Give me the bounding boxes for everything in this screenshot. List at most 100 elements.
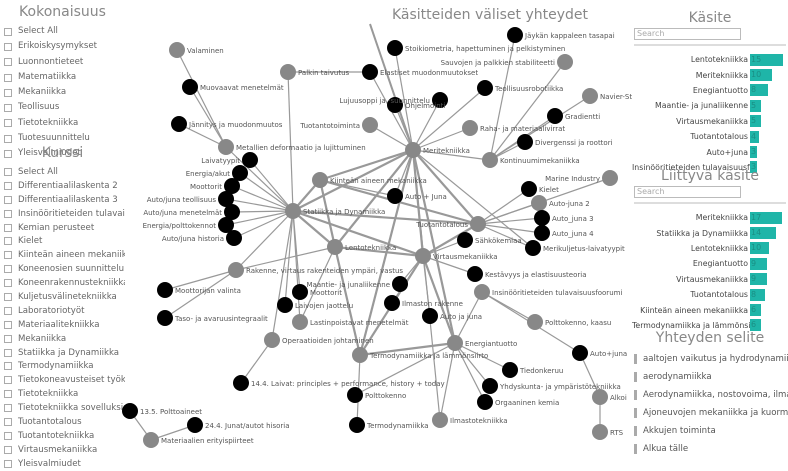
network-node[interactable] xyxy=(457,232,473,248)
network-node[interactable] xyxy=(531,195,547,211)
legend-item[interactable]: aerodynamiikka xyxy=(632,368,788,386)
slicer-item[interactable]: Koneenosien suunnittelu xyxy=(0,262,125,276)
slicer-item[interactable]: Koneenrakennustekniikka xyxy=(0,276,125,290)
slicer-item[interactable]: Select All xyxy=(0,165,125,179)
checkbox[interactable] xyxy=(4,445,12,454)
bar[interactable]: 14 xyxy=(750,227,777,240)
slicer-item[interactable]: Tietotekniikka xyxy=(0,116,125,131)
network-node[interactable] xyxy=(387,188,403,204)
network-node[interactable] xyxy=(592,389,608,405)
network-node[interactable] xyxy=(285,203,301,219)
network-node[interactable] xyxy=(157,310,173,326)
checkbox[interactable] xyxy=(4,58,12,67)
kasite-search-input[interactable]: Search xyxy=(634,28,741,40)
network-node[interactable] xyxy=(405,142,421,158)
network-node[interactable] xyxy=(517,134,533,150)
bar[interactable]: 8 xyxy=(750,288,766,301)
network-node[interactable] xyxy=(447,335,463,351)
checkbox[interactable] xyxy=(4,320,12,329)
checkbox[interactable] xyxy=(4,417,12,426)
network-node[interactable] xyxy=(592,424,608,440)
slicer-item[interactable]: Yleisvalmiudet xyxy=(0,457,125,471)
network-node[interactable] xyxy=(422,308,438,324)
checkbox[interactable] xyxy=(4,404,12,413)
bar[interactable]: 15 xyxy=(750,53,783,66)
network-node[interactable] xyxy=(218,191,234,207)
checkbox[interactable] xyxy=(4,292,12,301)
slicer-item[interactable]: Teollisuus xyxy=(0,100,125,115)
checkbox[interactable] xyxy=(4,42,12,51)
checkbox[interactable] xyxy=(4,104,12,113)
network-node[interactable] xyxy=(171,116,187,132)
checkbox[interactable] xyxy=(4,237,12,246)
slicer-item[interactable]: Mekaniikka xyxy=(0,332,125,346)
slicer-item[interactable]: Tuotantotalous xyxy=(0,415,125,429)
network-node[interactable] xyxy=(477,394,493,410)
network-node[interactable] xyxy=(362,117,378,133)
checkbox[interactable] xyxy=(4,223,12,232)
slicer-item[interactable]: Tietokoneavusteiset työk... xyxy=(0,373,125,387)
slicer-item[interactable]: Statiikka ja Dynamiikka xyxy=(0,346,125,360)
checkbox[interactable] xyxy=(4,459,12,468)
checkbox[interactable] xyxy=(4,265,12,274)
network-node[interactable] xyxy=(280,64,296,80)
network-node[interactable] xyxy=(502,362,518,378)
bar[interactable]: 9 xyxy=(750,257,767,270)
network-node[interactable] xyxy=(572,345,588,361)
network-node[interactable] xyxy=(277,297,293,313)
checkbox[interactable] xyxy=(4,334,12,343)
network-node[interactable] xyxy=(157,282,173,298)
slicer-item[interactable]: Erikoiskysymykset xyxy=(0,39,125,54)
bar[interactable]: 5 xyxy=(750,99,761,112)
legend-item[interactable]: Aerodynamiikka, nostovoima, ilman... xyxy=(632,386,788,404)
network-node[interactable] xyxy=(352,347,368,363)
network-node[interactable] xyxy=(387,40,403,56)
network-node[interactable] xyxy=(169,42,185,58)
slicer-item[interactable]: Luonnontieteet xyxy=(0,55,125,70)
checkbox[interactable] xyxy=(4,88,12,97)
network-node[interactable] xyxy=(534,210,550,226)
slicer-item[interactable]: Kuljetusvälinetekniikka xyxy=(0,290,125,304)
network-node[interactable] xyxy=(482,378,498,394)
network-node[interactable] xyxy=(242,152,258,168)
network-node[interactable] xyxy=(474,284,490,300)
checkbox[interactable] xyxy=(4,119,12,128)
network-node[interactable] xyxy=(470,216,486,232)
bar-row[interactable]: Insinööritieteiden tulavaisuusf...3 xyxy=(632,160,788,175)
network-node[interactable] xyxy=(182,79,198,95)
bar[interactable]: 5 xyxy=(750,115,761,128)
slicer-item[interactable]: Materiaalitekniikka xyxy=(0,318,125,332)
checkbox[interactable] xyxy=(4,376,12,385)
network-node[interactable] xyxy=(582,88,598,104)
network-node[interactable] xyxy=(534,225,550,241)
network-node[interactable] xyxy=(224,204,240,220)
legend-item[interactable]: Ajoneuvojen mekaniikka ja kuormit... xyxy=(632,404,788,422)
slicer-item[interactable]: Tietotekniikka sovelluksissa xyxy=(0,401,125,415)
slicer-item[interactable]: Matematiikka xyxy=(0,70,125,85)
bar-row[interactable]: Termodynamiikka ja lämmönsi...6 xyxy=(632,318,788,333)
bar[interactable]: 8 xyxy=(750,84,768,97)
network-node[interactable] xyxy=(477,80,493,96)
bar[interactable]: 4 xyxy=(750,130,759,143)
checkbox[interactable] xyxy=(4,167,12,176)
network-node[interactable] xyxy=(462,120,478,136)
bar[interactable]: 10 xyxy=(750,242,769,255)
network-node[interactable] xyxy=(292,284,308,300)
bar[interactable]: 6 xyxy=(750,304,762,317)
bar[interactable]: 9 xyxy=(750,273,767,286)
network-node[interactable] xyxy=(264,332,280,348)
network-node[interactable] xyxy=(218,217,234,233)
slicer-item[interactable]: Yleisvalmiudet xyxy=(0,146,125,161)
network-node[interactable] xyxy=(349,417,365,433)
network-node[interactable] xyxy=(432,412,448,428)
